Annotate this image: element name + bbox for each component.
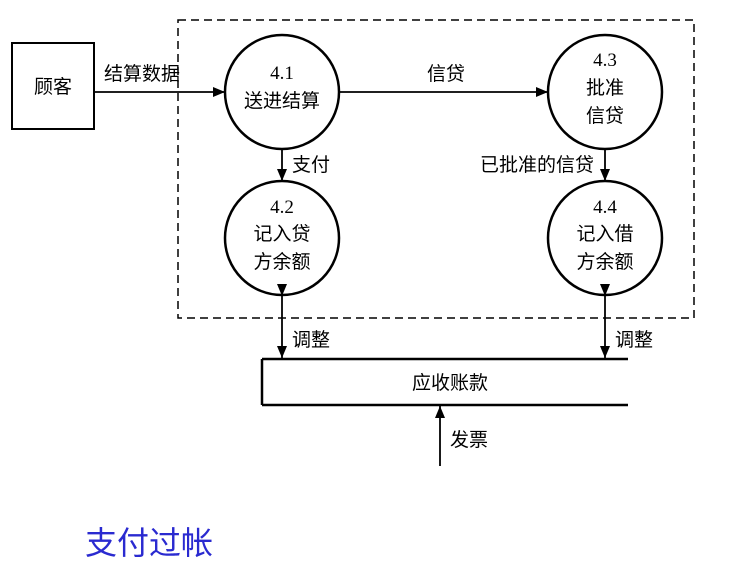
external-entity-box	[11, 42, 95, 130]
diagram-caption: 支付过帐	[85, 524, 214, 562]
process-4-2-line-1: 记入贷	[253, 223, 310, 245]
data-store-label: 应收账款	[412, 372, 488, 394]
external-entity-label: 顾客	[34, 76, 72, 98]
flow-settlement-data-label: 结算数据	[104, 63, 180, 85]
flow-approved-credit-label: 已批准的信贷	[480, 154, 594, 176]
process-4-1-id: 4.1	[270, 63, 294, 84]
system-boundary	[177, 19, 695, 319]
flow-credit-label: 信贷	[427, 63, 465, 85]
process-4-3: 4.3 批准 信贷	[546, 33, 664, 151]
flow-payment-label: 支付	[292, 154, 330, 176]
data-store: 应收账款	[260, 357, 628, 407]
flow-adjust-right-label: 调整	[615, 329, 653, 351]
process-4-3-line-1: 批准	[586, 77, 624, 99]
process-4-4: 4.4 记入借 方余额	[546, 179, 664, 297]
process-4-4-line-2: 方余额	[576, 251, 633, 273]
process-4-4-id: 4.4	[593, 197, 617, 218]
process-4-2-line-2: 方余额	[253, 251, 310, 273]
process-4-1-line-1: 送进结算	[244, 90, 320, 112]
process-4-3-line-2: 信贷	[586, 105, 624, 127]
process-4-1: 4.1 送进结算	[223, 33, 341, 151]
flow-invoice-label: 发票	[450, 429, 488, 451]
process-4-2: 4.2 记入贷 方余额	[223, 179, 341, 297]
flow-adjust-left-label: 调整	[292, 329, 330, 351]
process-4-3-id: 4.3	[593, 50, 617, 71]
process-4-4-line-1: 记入借	[576, 223, 633, 245]
process-4-2-id: 4.2	[270, 197, 294, 218]
